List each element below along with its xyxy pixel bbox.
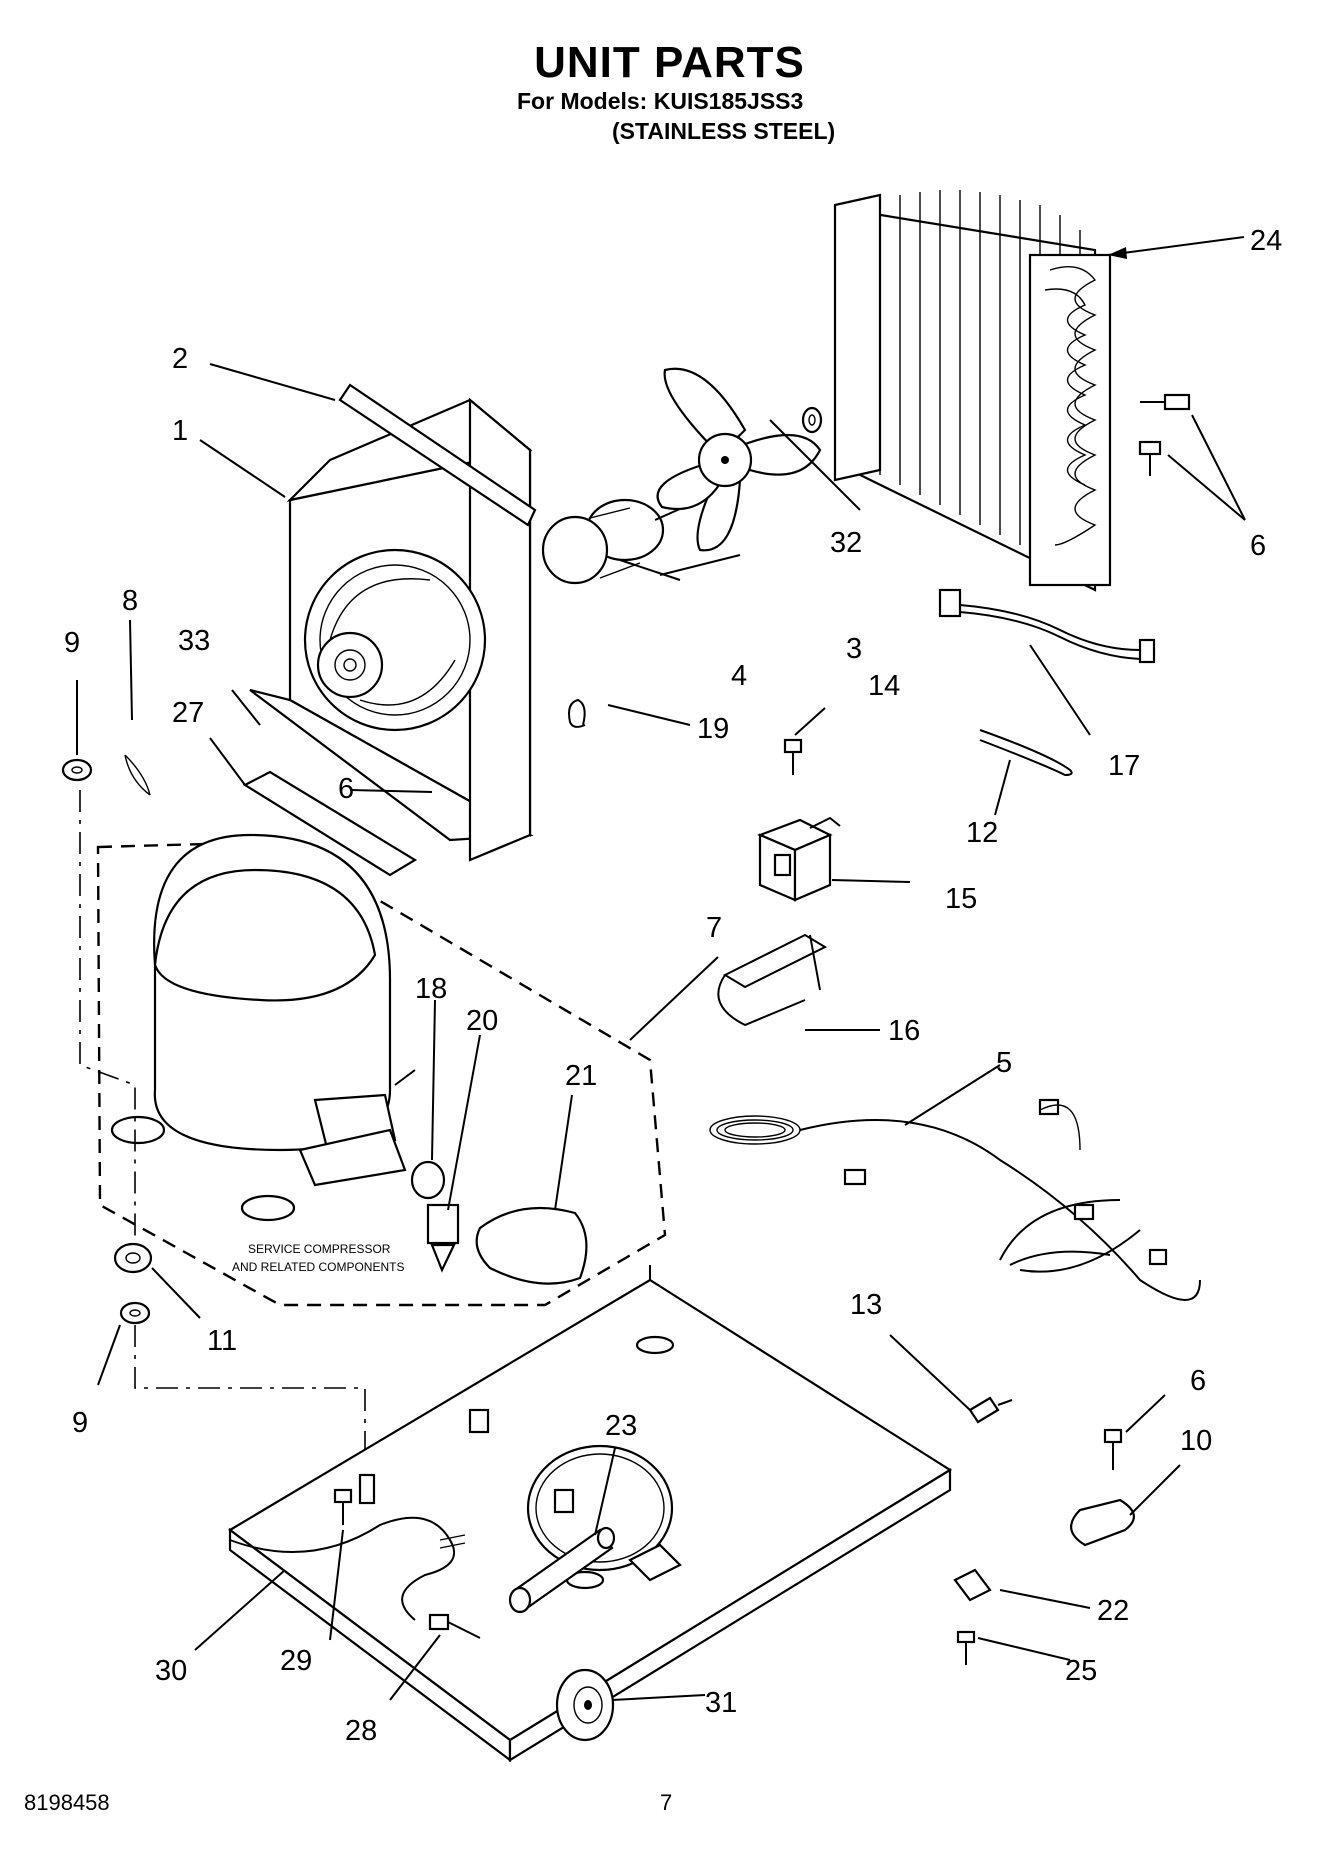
valve-bracket-drawing <box>717 933 828 1027</box>
callout-23: 23 <box>605 1410 637 1442</box>
drier-drawing <box>508 1526 616 1614</box>
clamp-drawing <box>953 1568 992 1602</box>
page-title: UNIT PARTS <box>534 38 805 87</box>
screw-14-drawing <box>783 738 803 775</box>
fan-shroud-drawing <box>249 397 534 862</box>
callout-9-top: 9 <box>64 627 80 659</box>
gasket-strip-drawing <box>338 383 537 527</box>
callout-21: 21 <box>565 1060 597 1092</box>
leveling-bolt-drawing <box>428 1613 481 1639</box>
callout-5: 5 <box>996 1047 1012 1079</box>
callout-18: 18 <box>415 973 447 1005</box>
callout-6-shroud: 6 <box>338 773 354 805</box>
screw-25-drawing <box>956 1630 976 1665</box>
callout-16: 16 <box>888 1015 920 1047</box>
clip-drawing <box>1070 1428 1135 1547</box>
callout-13: 13 <box>850 1289 882 1321</box>
callout-3: 3 <box>846 633 862 665</box>
models-line: For Models: KUIS185JSS3 <box>517 88 804 114</box>
service-note-line2: AND RELATED COMPONENTS <box>232 1260 404 1274</box>
callout-25: 25 <box>1065 1655 1097 1687</box>
callout-33: 33 <box>178 625 210 657</box>
wire-lead-drawing <box>938 588 1156 664</box>
callout-6-condenser: 6 <box>1250 530 1266 562</box>
wire-harness-drawing <box>709 1098 1201 1301</box>
callout-27: 27 <box>172 697 204 729</box>
fan-blade-drawing <box>656 367 822 552</box>
grommets-drawing <box>61 758 366 1475</box>
callout-17: 17 <box>1108 750 1140 782</box>
bracket-drawing <box>242 770 418 877</box>
callout-24: 24 <box>1250 225 1282 257</box>
callout-1: 1 <box>172 415 188 447</box>
callout-8: 8 <box>122 585 138 617</box>
callout-14: 14 <box>868 670 900 702</box>
callout-29: 29 <box>280 1645 312 1677</box>
compressor-electrical-drawing <box>410 1160 588 1285</box>
callout-20: 20 <box>466 1005 498 1037</box>
callout-30: 30 <box>155 1655 187 1687</box>
pin-drawing <box>124 754 151 796</box>
callout-32: 32 <box>830 527 862 559</box>
callout-7: 7 <box>706 912 722 944</box>
solenoid-valve-drawing <box>757 816 841 902</box>
document-number: 8198458 <box>24 1790 110 1815</box>
service-note-line1: SERVICE COMPRESSOR <box>248 1242 391 1256</box>
page-number: 7 <box>660 1790 673 1815</box>
callout-11: 11 <box>207 1325 237 1357</box>
callout-19: 19 <box>697 713 729 745</box>
callout-28: 28 <box>345 1715 377 1747</box>
compressor-drawing <box>110 833 416 1222</box>
callout-9-bottom: 9 <box>72 1407 88 1439</box>
callout-2: 2 <box>172 343 188 375</box>
finish-line: (STAINLESS STEEL) <box>612 118 836 144</box>
tube-drawing <box>229 1516 456 1621</box>
drain-tube-drawing <box>979 729 1073 777</box>
condenser-screws-drawing <box>1138 393 1191 476</box>
wheel-drawing <box>555 1668 615 1742</box>
condenser-drawing <box>833 190 1245 592</box>
leader-lines <box>76 363 1246 1701</box>
callout-6-clip: 6 <box>1190 1365 1206 1397</box>
callout-12: 12 <box>966 817 998 849</box>
callout-4: 4 <box>731 660 747 692</box>
callout-15: 15 <box>945 883 977 915</box>
screw-13-drawing <box>968 1396 1013 1424</box>
callout-31: 31 <box>705 1687 737 1719</box>
fan-motor-drawing <box>541 498 701 585</box>
callout-10: 10 <box>1180 1425 1212 1457</box>
callout-22: 22 <box>1097 1595 1129 1627</box>
base-plate-drawing <box>228 1265 953 1763</box>
washer-drawing <box>801 406 823 434</box>
wire-clip-drawing <box>568 698 586 728</box>
